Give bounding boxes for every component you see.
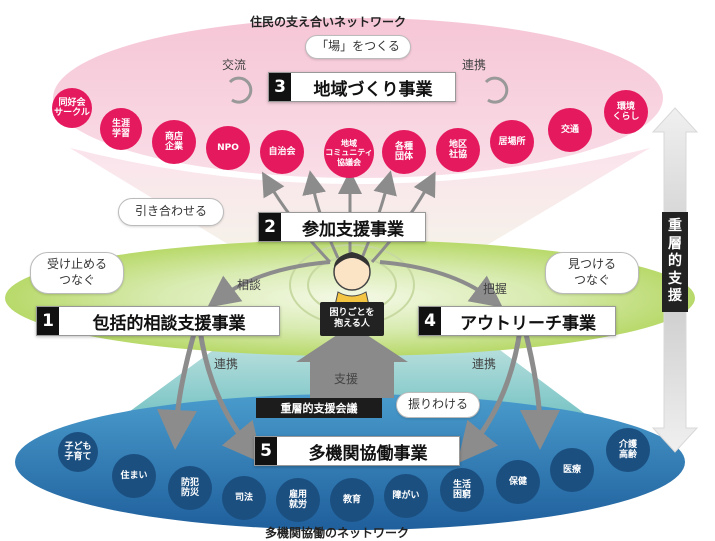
project-2-title: 参加支援事業 (302, 219, 404, 240)
project-4-number: 4 (419, 307, 441, 335)
agency-circle: 住まい (112, 454, 156, 498)
agency-circle: 障がい (384, 474, 428, 518)
agency-circle: 保健 (496, 460, 540, 504)
furiwake-bubble: 振りわける (396, 392, 480, 418)
label-haaku: 把握 (483, 282, 508, 296)
project-2: 2 参加支援事業 (258, 212, 426, 242)
community-circle: 地区 社協 (436, 128, 480, 172)
project-3-title: 地域づくり事業 (313, 79, 433, 100)
agency-circle: 介護 高齢 (606, 428, 650, 472)
community-circle: 自治会 (260, 130, 304, 174)
agency-circle: 医療 (550, 448, 594, 492)
agency-circle: 教育 (330, 478, 374, 522)
community-circle: 生涯 学習 (100, 108, 142, 150)
project-4: 4 アウトリーチ事業 (418, 306, 616, 336)
label-koryu: 交流 (222, 58, 247, 72)
agency-circle: 生活 困窮 (440, 468, 484, 512)
center-person-box: 困りごとを 抱える人 (320, 302, 384, 336)
community-circle: 商店 企業 (152, 120, 196, 164)
mitsukeru-bubble: 見つける つなぐ (545, 252, 639, 294)
uketome-bubble: 受け止める つなぐ (30, 252, 124, 294)
top-network-title: 住民の支え合いネットワーク (250, 15, 407, 29)
project-5-number: 5 (255, 437, 277, 465)
label-shien: 支援 (334, 372, 359, 386)
label-renkei-left: 連携 (214, 357, 239, 371)
project-3-number: 3 (269, 73, 291, 101)
community-circle: 交通 (548, 108, 592, 152)
ba-bubble: 「場」をつくる (305, 35, 411, 59)
community-circle: 地域 コミュニティ 協議会 (324, 128, 374, 178)
project-1: 1 包括的相談支援事業 (36, 306, 280, 336)
support-arrow (296, 325, 408, 398)
project-5-title: 多機関協働事業 (308, 443, 428, 464)
community-circle: 環境 くらし (604, 90, 648, 134)
community-circle: 同好会 サークル (52, 88, 92, 128)
vertical-label-text: 重層的支援 (668, 218, 682, 304)
project-1-number: 1 (37, 307, 59, 335)
community-circle: 各種 団体 (382, 130, 426, 174)
label-renkei-top: 連携 (462, 58, 487, 72)
project-1-title: 包括的相談支援事業 (92, 313, 246, 334)
agency-circle: 雇用 就労 (276, 478, 320, 522)
label-renkei-right: 連携 (472, 357, 497, 371)
agency-circle: 防犯 防災 (168, 466, 212, 510)
agency-circle: 司法 (222, 476, 266, 520)
community-circle: NPO (206, 126, 250, 170)
hikiawase-bubble: 引き合わせる (118, 198, 224, 226)
person-illustration (333, 252, 371, 311)
project-5: 5 多機関協働事業 (254, 436, 460, 466)
project-2-number: 2 (259, 213, 281, 241)
bottom-network-title: 多機関協働のネットワーク (265, 526, 410, 540)
meeting-label: 重層的支援会議 (256, 398, 382, 418)
label-sodan: 相談 (237, 278, 262, 292)
project-4-title: アウトリーチ事業 (460, 313, 596, 334)
community-circle: 居場所 (490, 120, 534, 164)
project-3: 3 地域づくり事業 (268, 72, 456, 102)
vertical-label: 重層的支援 (662, 212, 688, 312)
agency-circle: 子ども 子育て (58, 432, 98, 472)
